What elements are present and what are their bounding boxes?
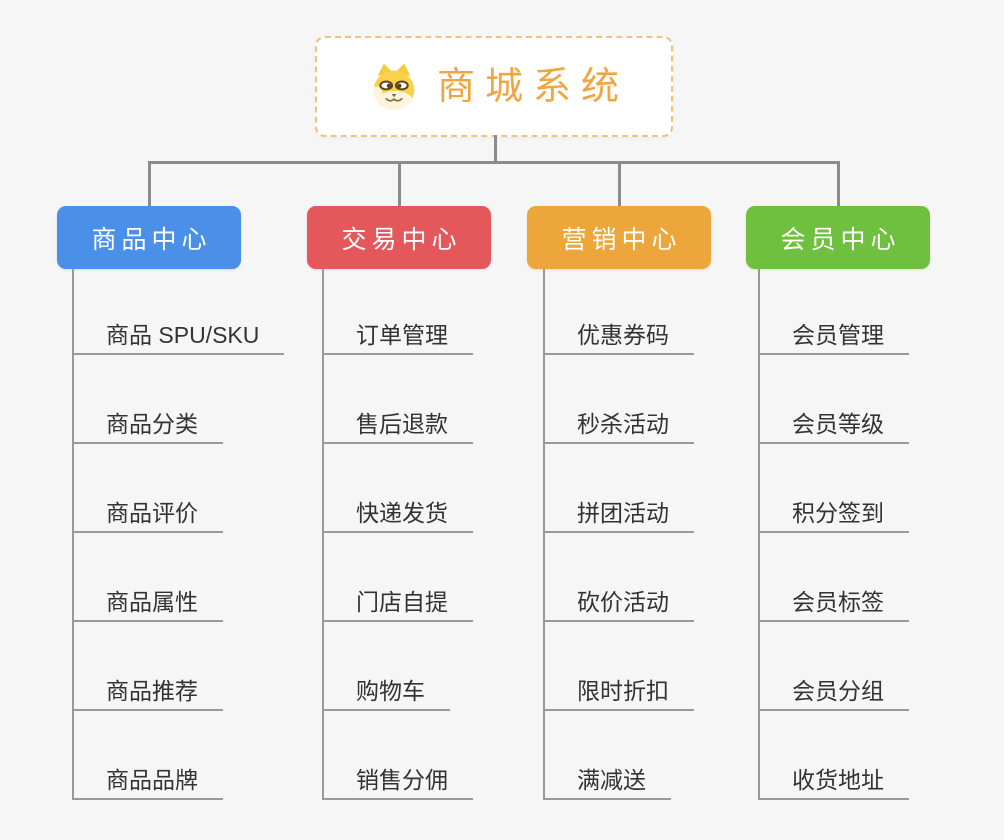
branch-node-trade-center[interactable]: 交易中心 [307,206,491,269]
leaf-label: 拼团活动 [577,499,669,526]
leaf-item[interactable]: 门店自提 [322,580,473,622]
leaf-item[interactable]: 商品推荐 [72,669,223,711]
trunk-line-marketing [543,269,545,800]
leaf-label: 砍价活动 [577,588,669,615]
connector-bus [148,161,840,164]
leaf-item[interactable]: 收货地址 [758,758,909,800]
shiba-dog-icon [369,62,419,112]
branch-node-member-center[interactable]: 会员中心 [746,206,930,269]
leaf-label: 优惠券码 [577,321,669,348]
leaf-label: 商品属性 [106,588,198,615]
leaf-item[interactable]: 限时折扣 [543,669,694,711]
leaf-label: 商品推荐 [106,677,198,704]
branch-node-marketing-center[interactable]: 营销中心 [527,206,711,269]
leaf-item[interactable]: 售后退款 [322,402,473,444]
connector-drop-marketing [618,163,621,206]
trunk-line-trade [322,269,324,800]
leaf-item[interactable]: 优惠券码 [543,313,694,355]
connector-drop-trade [398,163,401,206]
leaf-label: 会员标签 [792,588,884,615]
leaf-item[interactable]: 商品 SPU/SKU [72,313,285,355]
leaf-label: 销售分佣 [356,766,448,793]
leaf-item[interactable]: 商品品牌 [72,758,223,800]
leaf-label: 满减送 [577,766,646,793]
leaf-label: 商品 SPU/SKU [106,321,260,348]
leaf-label: 商品评价 [106,499,198,526]
leaf-item[interactable]: 商品分类 [72,402,223,444]
leaf-label: 限时折扣 [577,677,669,704]
leaf-item[interactable]: 购物车 [322,669,450,711]
leaf-label: 会员等级 [792,410,884,437]
connector-drop-member [837,163,840,206]
leaf-item[interactable]: 会员等级 [758,402,909,444]
leaf-item[interactable]: 积分签到 [758,491,909,533]
leaf-label: 商品品牌 [106,766,198,793]
trunk-line-member [758,269,760,800]
leaf-label: 秒杀活动 [577,410,669,437]
leaf-label: 积分签到 [792,499,884,526]
leaf-item[interactable]: 订单管理 [322,313,473,355]
leaf-item[interactable]: 会员管理 [758,313,909,355]
branch-node-product-center[interactable]: 商品中心 [57,206,241,269]
leaf-item[interactable]: 商品属性 [72,580,223,622]
connector-drop-product [148,163,151,206]
leaf-item[interactable]: 快递发货 [322,491,473,533]
trunk-line-product [72,269,74,800]
leaf-label: 订单管理 [356,321,448,348]
leaf-label: 收货地址 [792,766,884,793]
leaf-item[interactable]: 会员标签 [758,580,909,622]
leaf-item[interactable]: 砍价活动 [543,580,694,622]
leaf-item[interactable]: 商品评价 [72,491,223,533]
root-node-mall-system[interactable]: 商城系统 [315,36,673,137]
root-title: 商城系统 [436,65,629,108]
leaf-label: 门店自提 [356,588,448,615]
leaf-item[interactable]: 拼团活动 [543,491,694,533]
leaf-label: 商品分类 [106,410,198,437]
leaf-label: 购物车 [356,677,425,704]
connector-root-stem [494,135,497,163]
leaf-item[interactable]: 会员分组 [758,669,909,711]
leaf-item[interactable]: 秒杀活动 [543,402,694,444]
leaf-label: 快递发货 [356,499,448,526]
leaf-label: 会员管理 [792,321,884,348]
leaf-item[interactable]: 满减送 [543,758,671,800]
leaf-label: 会员分组 [792,677,884,704]
leaf-label: 售后退款 [356,410,448,437]
leaf-item[interactable]: 销售分佣 [322,758,473,800]
